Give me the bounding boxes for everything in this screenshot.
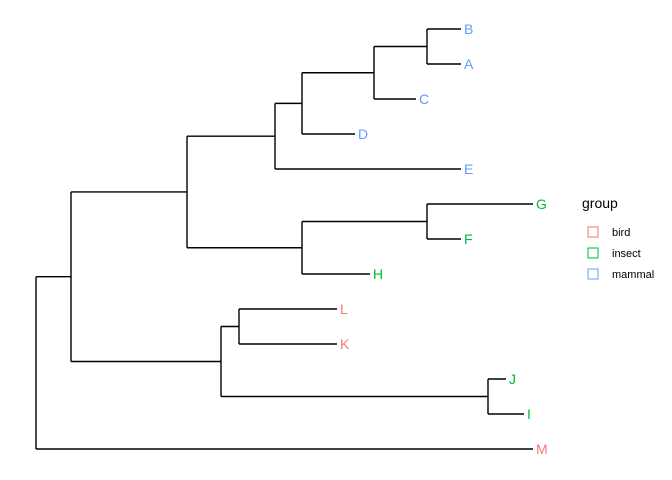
legend-key-bird bbox=[587, 226, 599, 238]
legend-label-bird: bird bbox=[612, 227, 630, 239]
tip-label-J: J bbox=[509, 371, 516, 387]
tip-label-B: B bbox=[464, 21, 473, 37]
legend-title: group bbox=[582, 195, 618, 211]
tip-label-C: C bbox=[419, 91, 429, 107]
tip-label-D: D bbox=[358, 126, 368, 142]
tip-label-A: A bbox=[464, 56, 474, 72]
tree-branches bbox=[35, 28, 533, 450]
legend-label-mammal: mammal bbox=[612, 269, 654, 281]
legend: group bird insect mammal bbox=[582, 195, 654, 281]
tip-label-L: L bbox=[340, 301, 348, 317]
legend-key-mammal bbox=[587, 268, 599, 280]
tip-label-E: E bbox=[464, 161, 473, 177]
tip-label-I: I bbox=[527, 406, 531, 422]
tree-tip-labels: B A C D E G F H L K J I M bbox=[340, 21, 548, 457]
tip-label-H: H bbox=[373, 266, 383, 282]
tip-label-G: G bbox=[536, 196, 547, 212]
tip-label-M: M bbox=[536, 441, 548, 457]
legend-key-insect bbox=[587, 247, 599, 259]
tip-label-F: F bbox=[464, 231, 473, 247]
tip-label-K: K bbox=[340, 336, 350, 352]
legend-label-insect: insect bbox=[612, 248, 641, 260]
